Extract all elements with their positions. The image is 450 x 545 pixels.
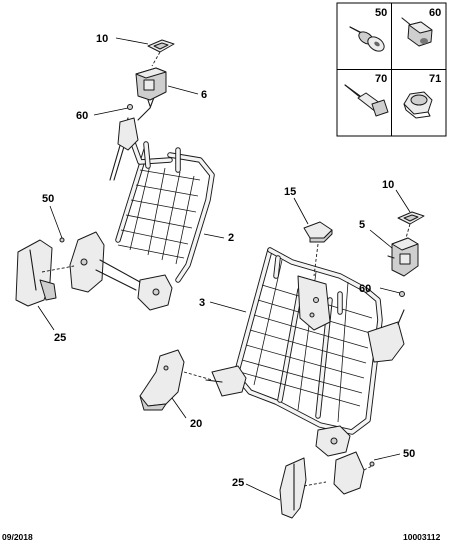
bolt-70-icon [344,84,389,117]
trim-25-left-part [15,237,75,307]
footer-reference: 10003112 [403,532,441,542]
bracket-50-right-part [333,451,375,495]
screw-60-right-part [399,291,405,297]
bolt-60-icon [401,17,433,47]
callout-50-right: 50 [403,448,415,460]
bezel-10-part [147,39,175,67]
callout-5: 5 [359,219,365,231]
callout-6: 6 [201,89,207,101]
fastener-71-label: 71 [429,73,441,85]
latch-6-part [135,67,167,107]
latch-5-part [387,237,419,277]
screw-60-left-part [127,104,133,110]
trim-25-right-part [279,457,327,519]
button-15-part [303,221,333,277]
fastener-50-label: 50 [375,7,387,19]
callout-25-left: 25 [54,332,66,344]
footer-date: 09/2018 [2,532,33,542]
fastener-legend-box: 50 60 70 71 [336,2,447,137]
callouts: 10 6 60 50 2 25 15 10 5 60 3 20 50 25 [37,33,415,501]
callout-2: 2 [228,232,234,244]
fastener-60-label: 60 [429,7,441,19]
screw-50-icon [349,26,385,52]
callout-10-right: 10 [382,179,394,191]
fastener-70-label: 70 [375,73,387,85]
nut-71-icon [403,91,433,119]
callout-20: 20 [190,418,202,430]
callout-3: 3 [199,297,205,309]
bracket-20-part [139,349,213,411]
left-seat-frame [69,91,215,311]
callout-25-right: 25 [232,477,244,489]
callout-10-left: 10 [96,33,108,45]
callout-50-left: 50 [42,193,54,205]
right-seat-frame [205,247,405,457]
bezel-10b-part [397,211,425,239]
callout-15: 15 [284,186,296,198]
callout-60-left: 60 [76,110,88,122]
callout-60-right: 60 [359,283,371,295]
